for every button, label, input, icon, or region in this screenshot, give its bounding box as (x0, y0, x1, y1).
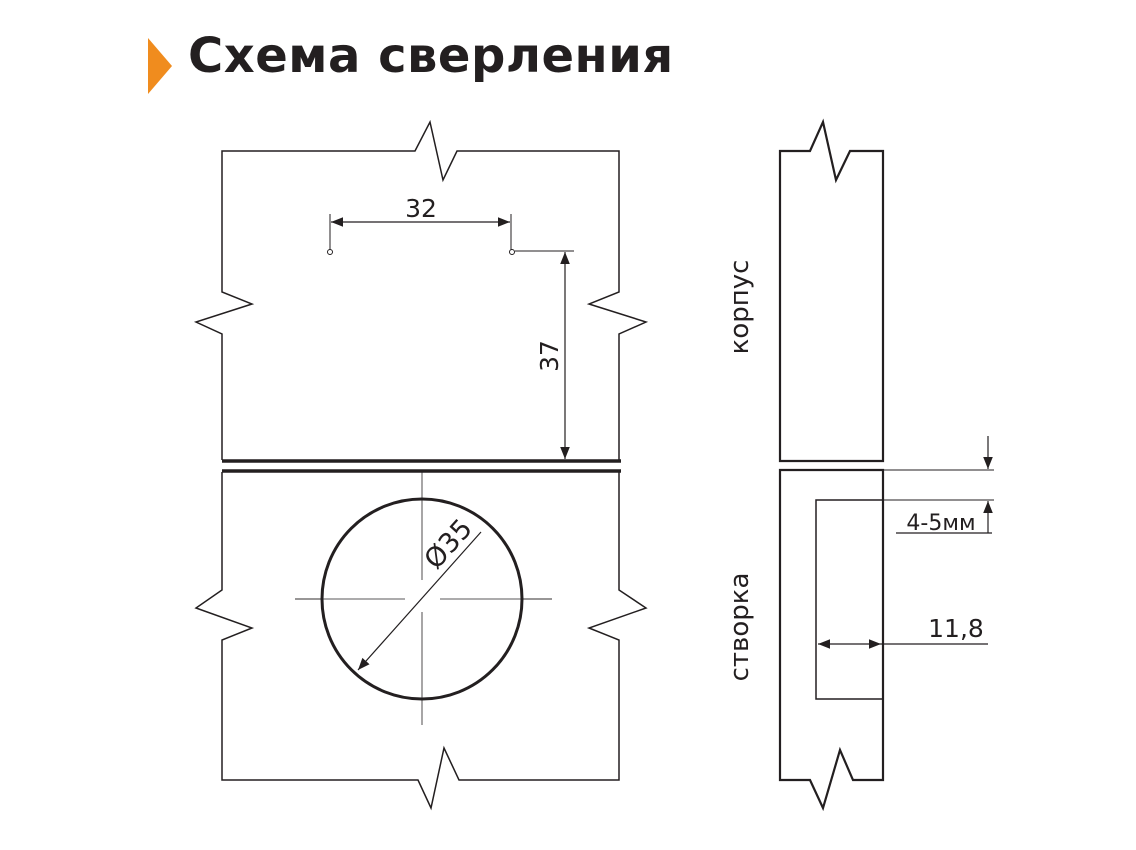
cup-depth-label: 11,8 (928, 614, 984, 643)
body-panel-outline (193, 119, 649, 460)
screw-hole (327, 249, 333, 255)
side-door-outline (778, 468, 885, 812)
title-arrow-icon (148, 38, 172, 94)
hole-offset-label: 37 (535, 340, 564, 372)
diameter-leader (357, 531, 482, 671)
hole-spacing-label: 32 (405, 194, 437, 223)
side-body-outline (778, 118, 885, 463)
screw-hole (509, 249, 515, 255)
cup-recess (815, 499, 883, 700)
door-panel-outline (194, 472, 648, 811)
page-title: Схема сверления (188, 28, 674, 84)
edge-distance-label: 4-5мм (906, 511, 975, 536)
body-label: корпус (725, 260, 755, 355)
door-label: створка (725, 573, 755, 682)
